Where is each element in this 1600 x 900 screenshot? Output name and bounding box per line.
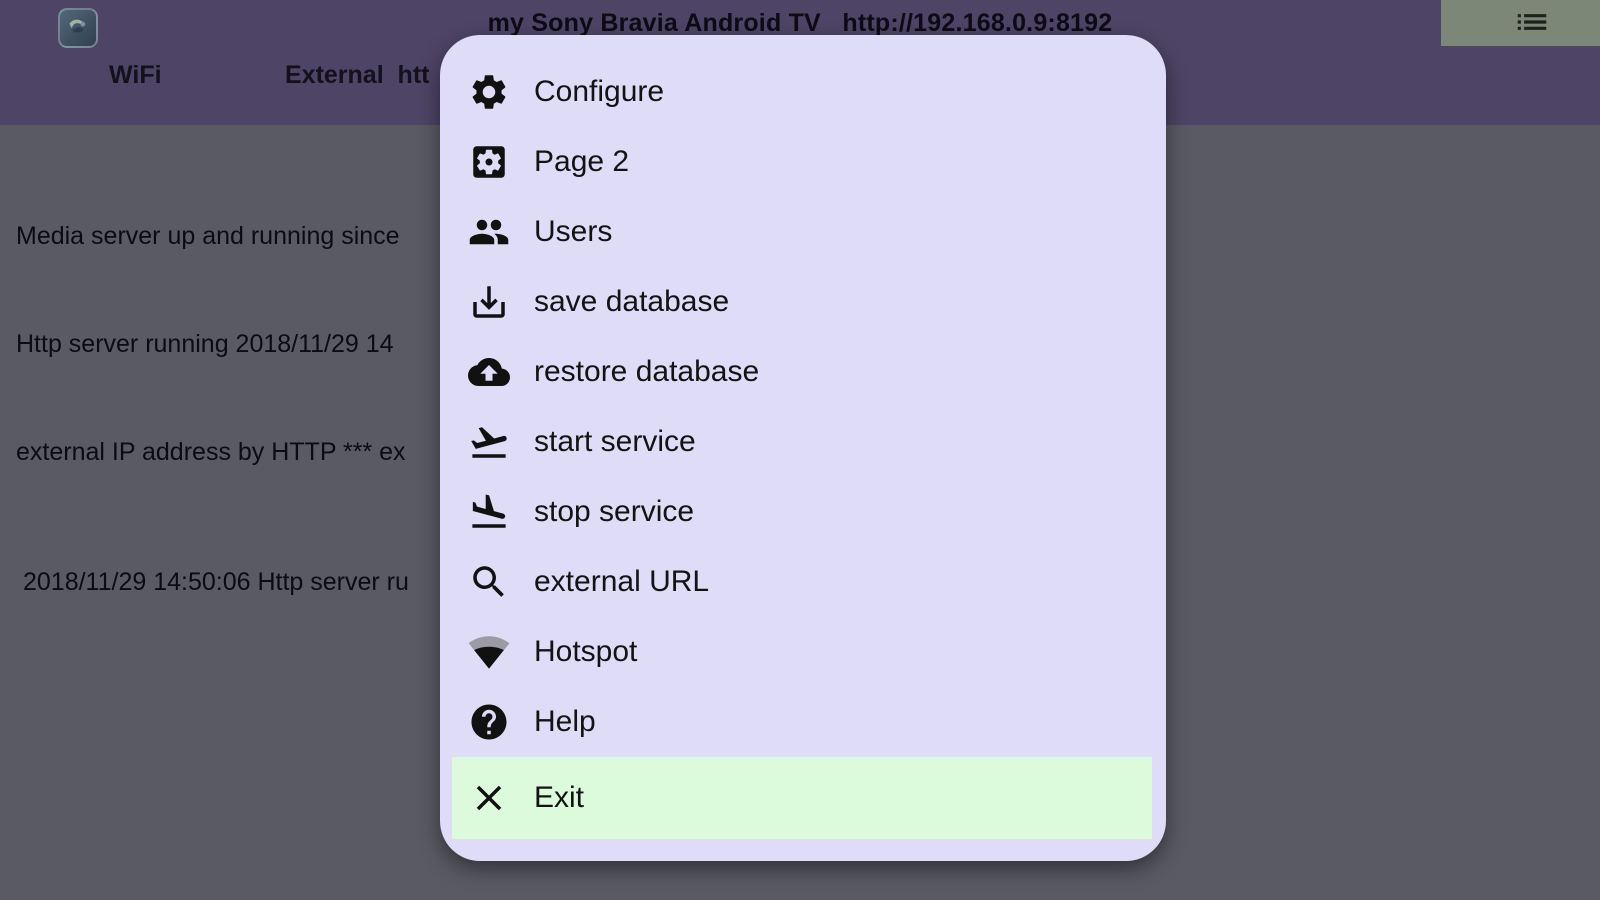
menu-item-label: Help xyxy=(534,705,596,738)
tab-external-http[interactable]: External htt xyxy=(285,61,430,89)
flight-land-icon xyxy=(468,491,510,533)
menu-item-label: Exit xyxy=(534,781,585,814)
tab-wifi[interactable]: WiFi xyxy=(109,61,162,89)
menu-item-hotspot[interactable]: Hotspot xyxy=(440,617,1166,687)
help-icon xyxy=(468,701,510,743)
menu-item-page-2[interactable]: Page 2 xyxy=(440,127,1166,197)
menu-item-help[interactable]: Help xyxy=(440,687,1166,757)
menu-item-users[interactable]: Users xyxy=(440,197,1166,267)
download-icon xyxy=(468,281,510,323)
window-title: my Sony Bravia Android TV http://192.168… xyxy=(487,9,1113,37)
menu-item-restore-database[interactable]: restore database xyxy=(440,337,1166,407)
menu-item-label: save database xyxy=(534,285,730,318)
cloud-upload-icon xyxy=(468,351,510,393)
menu-item-exit[interactable]: Exit xyxy=(452,757,1152,839)
menu-item-label: Page 2 xyxy=(534,145,630,178)
menu-item-external-url[interactable]: external URL xyxy=(440,547,1166,617)
status-line: Media server up and running since xyxy=(16,222,400,250)
popup-menu: Configure Page 2 Users save database res… xyxy=(440,35,1166,861)
menu-item-start-service[interactable]: start service xyxy=(440,407,1166,477)
menu-item-configure[interactable]: Configure xyxy=(440,57,1166,127)
overflow-menu-button[interactable] xyxy=(1441,0,1600,46)
menu-item-label: Hotspot xyxy=(534,635,638,668)
close-icon xyxy=(468,777,510,819)
server-status-log: Media server up and running since Http s… xyxy=(16,146,409,672)
wifi-icon xyxy=(468,631,510,673)
menu-item-label: restore database xyxy=(534,355,760,388)
search-icon xyxy=(468,561,510,603)
settings-app-icon xyxy=(468,141,510,183)
menu-item-label: external URL xyxy=(534,565,710,598)
status-line: Http server running 2018/11/29 14 xyxy=(16,330,394,358)
menu-item-save-database[interactable]: save database xyxy=(440,267,1166,337)
flight-takeoff-icon xyxy=(468,421,510,463)
menu-item-label: Users xyxy=(534,215,613,248)
menu-item-label: Configure xyxy=(534,75,665,108)
menu-item-label: stop service xyxy=(534,495,695,528)
menu-item-label: start service xyxy=(534,425,696,458)
status-line: external IP address by HTTP *** ex xyxy=(16,438,406,466)
gear-icon xyxy=(468,71,510,113)
list-icon xyxy=(1491,3,1551,44)
status-line: 2018/11/29 14:50:06 Http server ru xyxy=(23,568,409,596)
menu-item-stop-service[interactable]: stop service xyxy=(440,477,1166,547)
users-icon xyxy=(468,211,510,253)
app-logo-icon xyxy=(58,8,98,48)
